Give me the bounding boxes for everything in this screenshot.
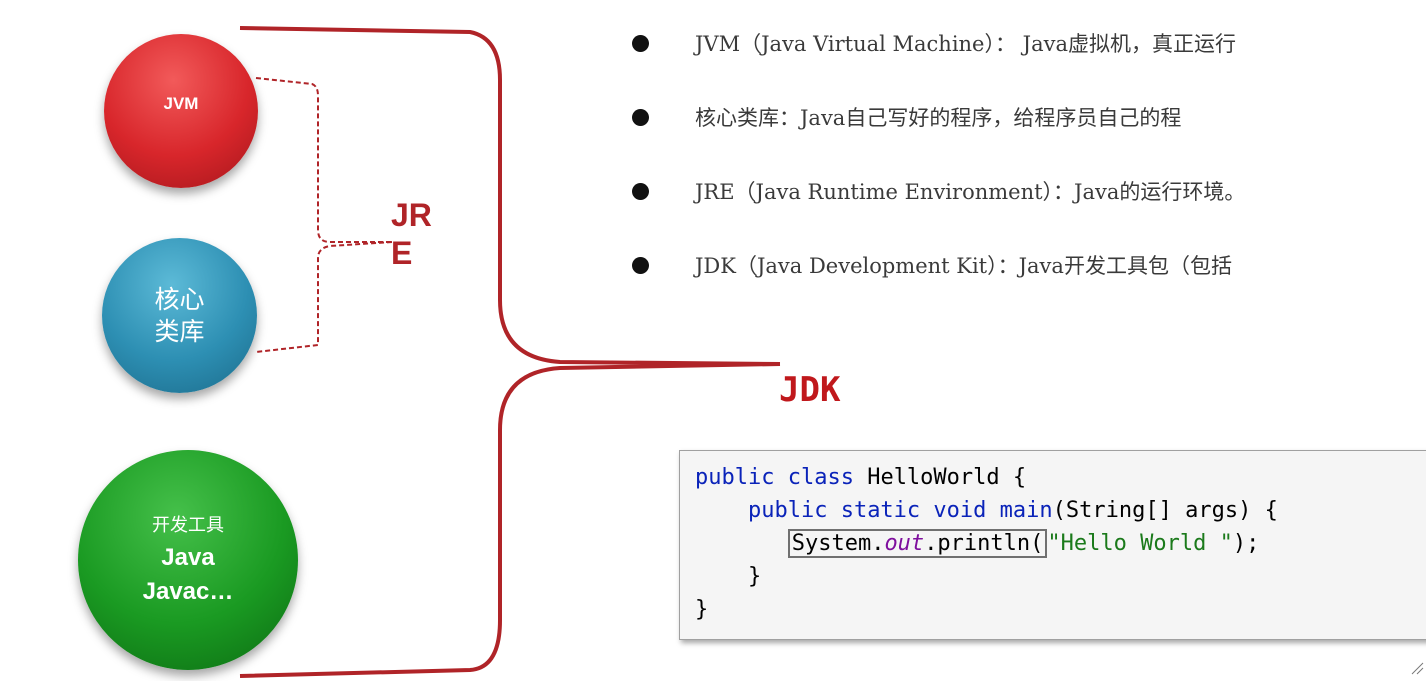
jdk-label: JDK xyxy=(779,370,841,410)
java-label: Java xyxy=(161,544,215,571)
code-class-decl: HelloWorld { xyxy=(853,465,1027,490)
javac-label: Javac… xyxy=(142,578,234,605)
dev-tools-label: 开发工具 xyxy=(152,515,224,536)
code-end: ); xyxy=(1232,531,1260,556)
code-system: System. xyxy=(791,531,885,556)
code-string: "Hello World " xyxy=(1047,531,1233,556)
core-library-label-line2: 类库 xyxy=(154,316,205,346)
jdk-brace xyxy=(239,26,781,366)
code-indent xyxy=(695,531,788,556)
jre-brace-lower xyxy=(255,241,393,353)
bullet-dot-icon xyxy=(632,109,649,126)
code-block: public class HelloWorld { public static … xyxy=(679,450,1426,640)
bullet-dot-icon xyxy=(632,35,649,52)
code-method-params: (String[] args) { xyxy=(1052,498,1278,523)
jre-brace xyxy=(255,77,392,243)
code-out: out xyxy=(884,531,925,556)
code-indent xyxy=(695,498,748,523)
jvm-label: JVM xyxy=(163,94,199,113)
bullet-text: JRE（Java Runtime Environment）：Java的运行环境。 xyxy=(695,180,1246,204)
bullet-dot-icon xyxy=(632,257,649,274)
code-close-method: } xyxy=(695,564,762,589)
code-keyword: public static void xyxy=(747,498,987,523)
code-close-class: } xyxy=(695,597,709,622)
bullet-text: 核心类库：Java自己写好的程序，给程序员自己的程 xyxy=(695,106,1182,130)
jre-label: JRE xyxy=(391,197,432,271)
jvm-circle: JVM xyxy=(104,34,258,188)
code-keyword: public class xyxy=(695,465,854,490)
resize-handle-icon[interactable] xyxy=(1410,661,1424,675)
code-method-name: main xyxy=(986,498,1053,523)
core-library-label-line1: 核心 xyxy=(154,284,205,314)
jdk-brace-lower xyxy=(239,362,781,678)
code-println: .println( xyxy=(924,531,1044,556)
core-library-circle: 核心 类库 xyxy=(102,238,257,393)
dev-tools-circle: 开发工具 Java Javac… xyxy=(78,450,298,670)
bullet-text: JVM（Java Virtual Machine）： Java虚拟机，真正运行 xyxy=(695,32,1236,56)
code-text: public class HelloWorld { public static … xyxy=(695,461,1278,626)
bullet-text: JDK（Java Development Kit）：Java开发工具包（包括 xyxy=(695,254,1232,278)
bullet-dot-icon xyxy=(632,183,649,200)
code-highlight-box: System.out.println( xyxy=(787,529,1048,558)
